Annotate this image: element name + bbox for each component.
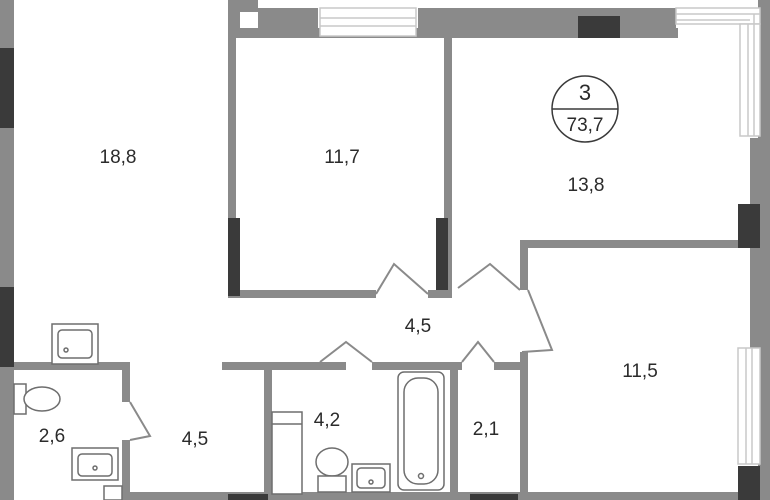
doors <box>129 262 554 441</box>
apartment-badge: 3 73,7 <box>551 75 619 143</box>
rooms-count: 3 <box>579 80 591 105</box>
fixtures <box>13 323 445 500</box>
area-label-hall-center: 4,5 <box>405 316 431 337</box>
area-label-wc: 2,1 <box>473 419 499 440</box>
area-label-living: 18,8 <box>100 147 137 168</box>
area-label-bathroom-main: 4,2 <box>314 410 340 431</box>
area-label-hall-left: 4,5 <box>182 429 208 450</box>
area-label-bedroom-right: 11,5 <box>622 361 658 382</box>
window-lines <box>320 13 760 464</box>
room-labels: 18,8 11,7 13,8 4,5 11,5 2,6 4,5 4,2 2,1 <box>39 147 658 450</box>
windows <box>319 7 761 465</box>
area-label-bathroom-left: 2,6 <box>39 426 65 447</box>
columns <box>0 16 760 500</box>
area-label-bedroom-top: 11,7 <box>324 147 360 168</box>
total-area: 73,7 <box>567 115 604 136</box>
area-label-bedroom-corner: 13,8 <box>568 175 605 196</box>
